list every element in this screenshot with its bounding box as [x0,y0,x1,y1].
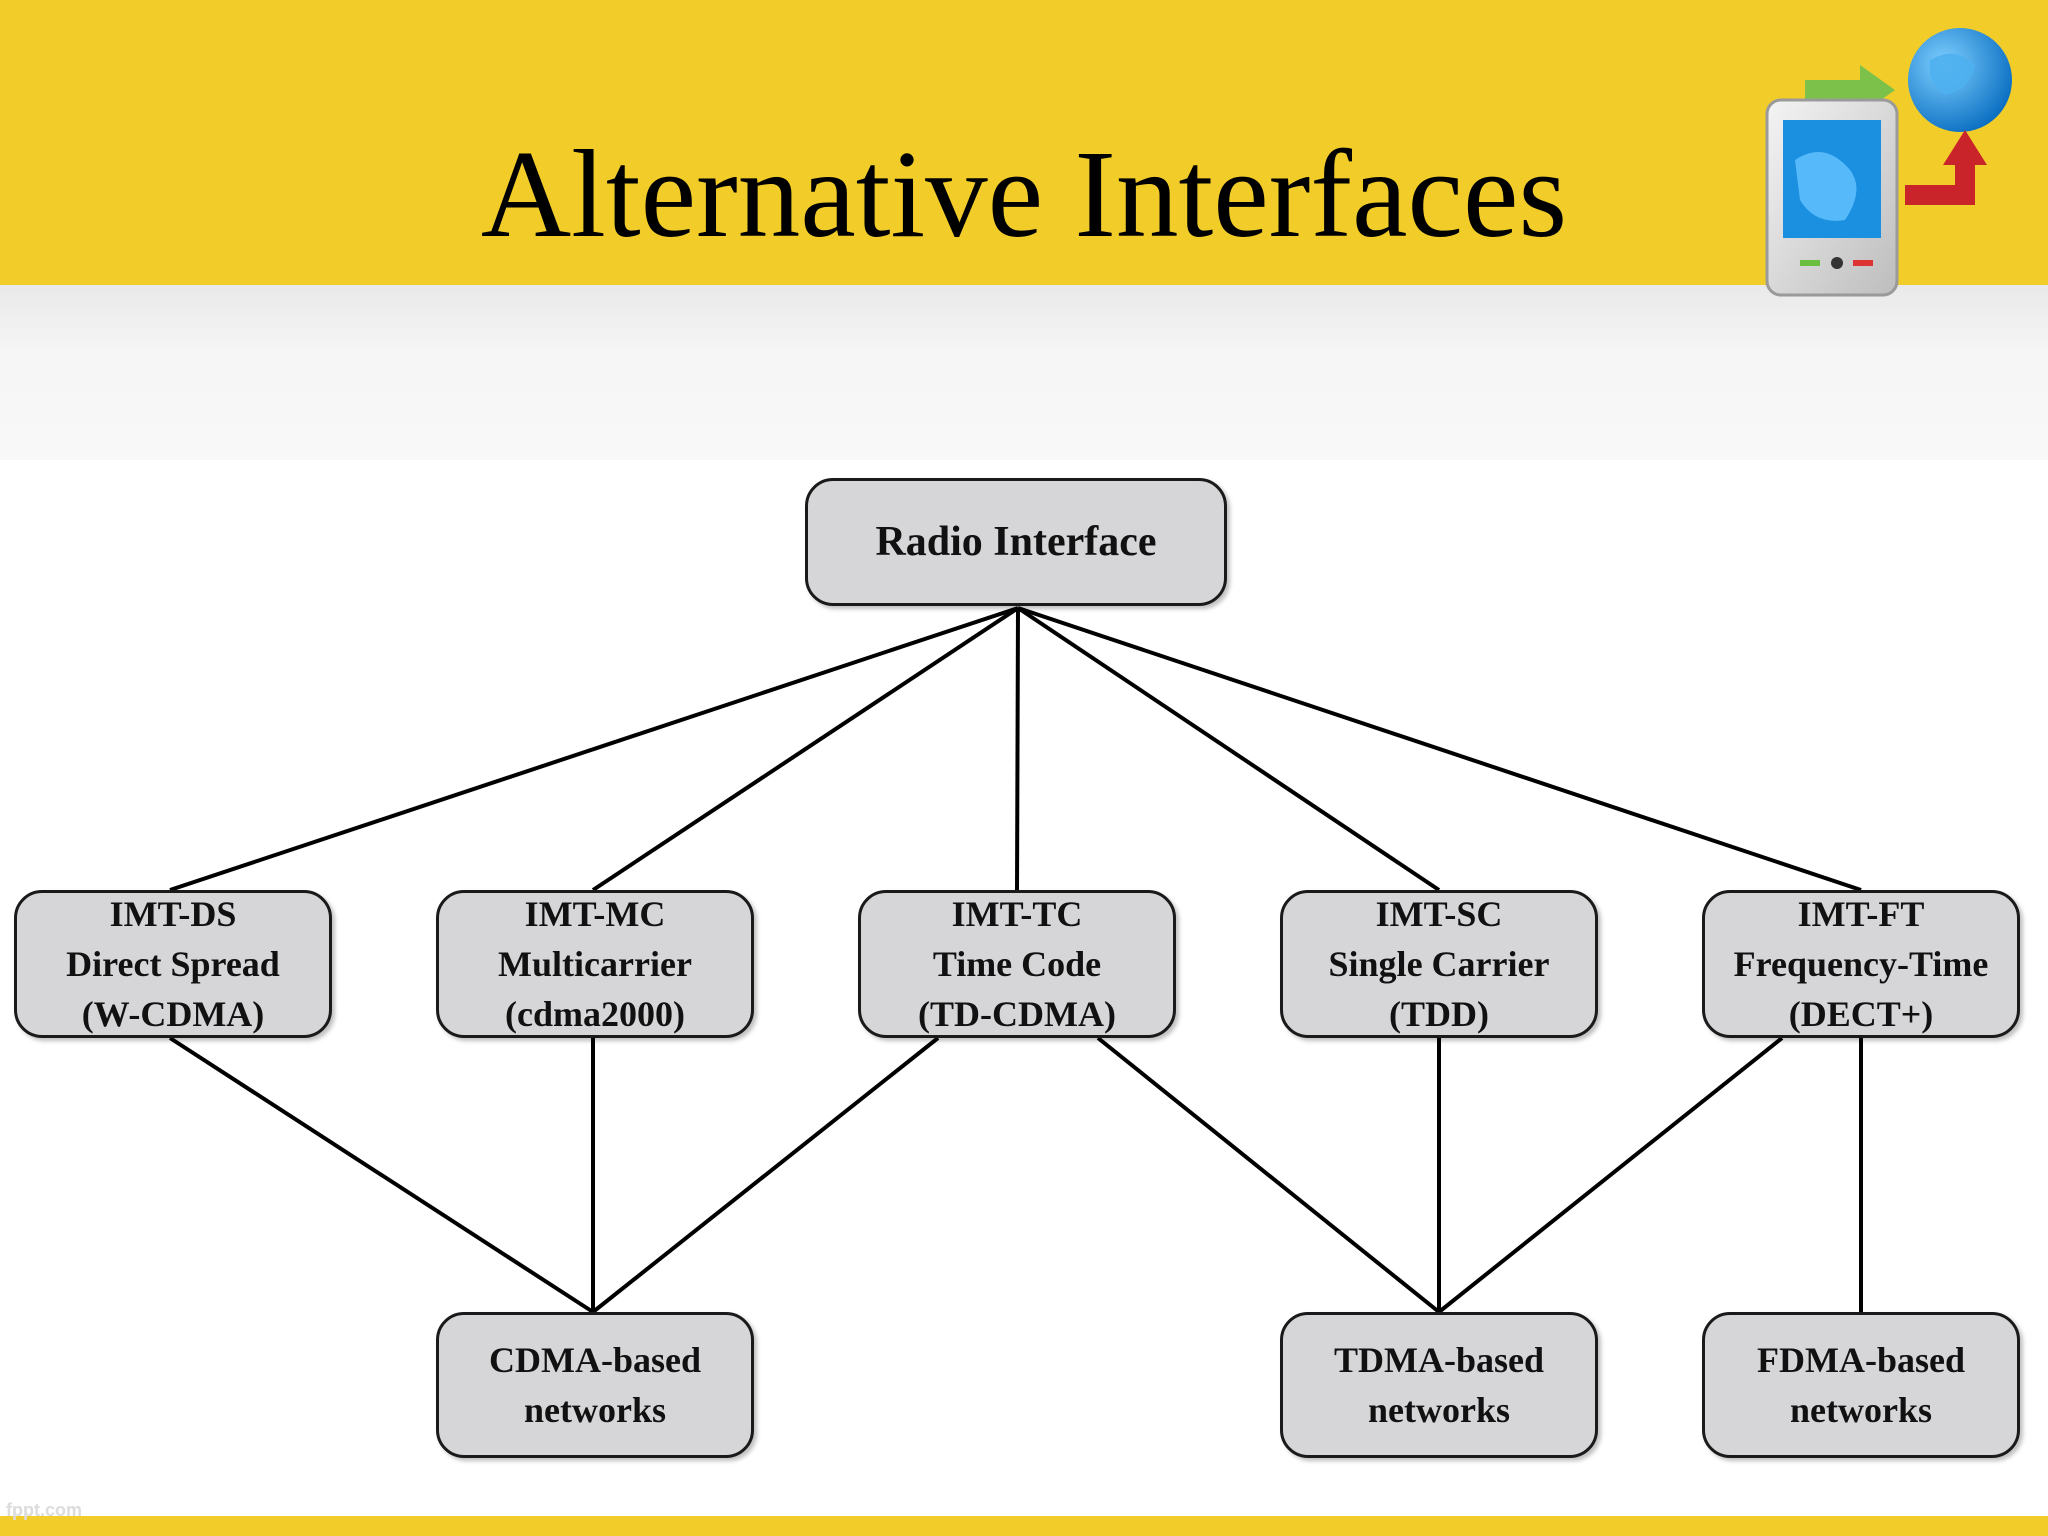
node-imt-sc: IMT-SC Single Carrier (TDD) [1280,890,1598,1038]
edge-imt-ft-to-tdma [1437,1036,1784,1314]
node-imt-ft: IMT-FT Frequency-Time (DECT+) [1702,890,2020,1038]
slide-title: Alternative Interfaces [480,126,1568,264]
node-line: IMT-TC [951,894,1083,934]
node-line: TDMA-based [1333,1340,1544,1380]
node-cdma-networks: CDMA-based networks [436,1312,754,1458]
node-line: Frequency-Time [1733,944,1989,984]
node-line: IMT-DS [109,894,237,934]
node-line: Direct Spread [66,944,280,984]
node-line: (TDD) [1389,994,1489,1034]
header-band [0,0,2048,285]
edge-imt-ds-to-cdma [168,1036,595,1314]
node-imt-tc: IMT-TC Time Code (TD-CDMA) [858,890,1176,1038]
node-line: (W-CDMA) [81,994,265,1034]
node-line: FDMA-based [1757,1340,1965,1380]
edge-root-to-imt-ds [169,606,1019,892]
edge-root-to-imt-sc [1016,606,1441,892]
node-imt-mc: IMT-MC Multicarrier (cdma2000) [436,890,754,1038]
node-line: Time Code [932,944,1102,984]
node-line: (TD-CDMA) [918,994,1116,1034]
node-imt-ds: IMT-DS Direct Spread (W-CDMA) [14,890,332,1038]
node-radio-interface: Radio Interface [805,478,1227,606]
edge-root-to-imt-tc [1015,607,1020,891]
edge-root-to-imt-mc [591,606,1020,892]
edge-imt-tc-to-tdma [1096,1036,1441,1314]
edge-root-to-imt-ft [1017,606,1862,892]
node-tdma-networks: TDMA-based networks [1280,1312,1598,1458]
node-line: Single Carrier [1328,944,1550,984]
node-line: (DECT+) [1788,994,1934,1034]
node-label: Radio Interface [875,519,1157,565]
node-line: IMT-SC [1375,894,1503,934]
node-line: (cdma2000) [505,994,685,1034]
node-line: networks [524,1390,666,1430]
node-fdma-networks: FDMA-based networks [1702,1312,2020,1458]
node-line: networks [1790,1390,1932,1430]
node-line: CDMA-based [489,1340,701,1380]
node-line: IMT-MC [524,894,666,934]
node-line: networks [1368,1390,1510,1430]
footer-watermark: fppt.com [6,1500,82,1520]
header-shadow-band [0,285,2048,460]
node-line: IMT-FT [1797,894,1925,934]
footer-band [0,1516,2048,1536]
mobile-globe-sync-icon [1765,28,2012,297]
node-line: Multicarrier [498,944,692,984]
edge-imt-tc-to-cdma [591,1036,940,1314]
